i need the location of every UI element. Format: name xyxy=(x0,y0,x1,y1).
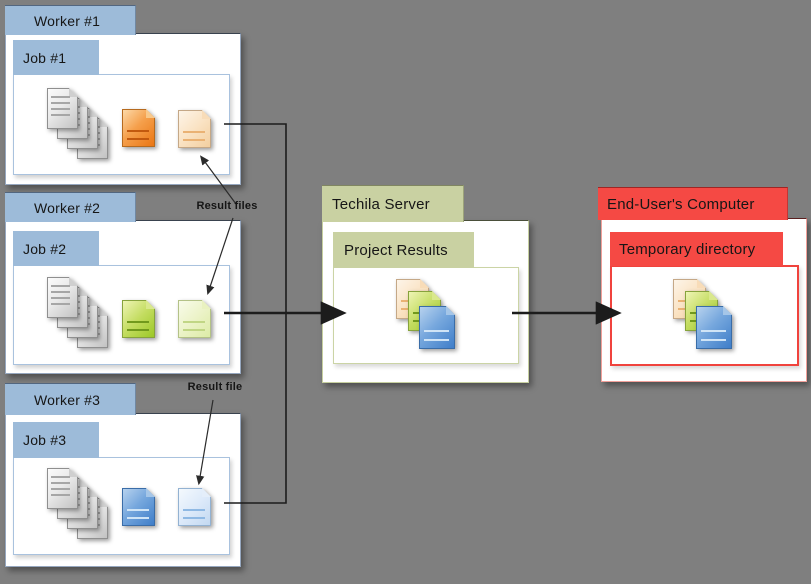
user-result-blue-icon xyxy=(696,306,732,349)
server-result-blue-icon xyxy=(419,306,455,349)
techila-server-tab: Techila Server xyxy=(322,185,464,222)
job2-result-file-light-icon xyxy=(178,300,211,338)
worker1-tab: Worker #1 xyxy=(5,5,136,35)
worker3-tab: Worker #3 xyxy=(5,383,136,415)
job3-input-files-stack-icon xyxy=(47,468,78,509)
job1-result-file-icon xyxy=(122,109,155,147)
worker2-tab: Worker #2 xyxy=(5,192,136,222)
project-results-title: Project Results xyxy=(344,241,448,259)
job3-result-file-icon xyxy=(122,488,155,526)
techila-server-title: Techila Server xyxy=(332,195,430,213)
end-user-title: End-User's Computer xyxy=(607,195,755,213)
result-file-label: Result file xyxy=(187,381,243,393)
temporary-directory-tab: Temporary directory xyxy=(610,232,783,266)
project-results-tab: Project Results xyxy=(333,232,474,268)
job1-title: Job #1 xyxy=(23,49,67,66)
job3-title: Job #3 xyxy=(23,432,67,448)
job3-result-file-light-icon xyxy=(178,488,211,526)
worker1-title: Worker #1 xyxy=(34,12,101,29)
temporary-directory-title: Temporary directory xyxy=(619,240,756,258)
worker2-title: Worker #2 xyxy=(34,199,101,216)
job1-result-file-light-icon xyxy=(178,110,211,148)
result-files-label: Result files xyxy=(196,200,258,212)
job2-tab: Job #2 xyxy=(13,231,99,266)
job1-tab: Job #1 xyxy=(13,40,99,75)
end-user-tab: End-User's Computer xyxy=(598,187,788,220)
job3-tab: Job #3 xyxy=(13,422,99,458)
job2-result-file-icon xyxy=(122,300,155,338)
job1-input-files-stack-icon xyxy=(47,88,78,129)
job2-title: Job #2 xyxy=(23,240,67,257)
job2-input-files-stack-icon xyxy=(47,277,78,318)
worker3-title: Worker #3 xyxy=(34,391,101,408)
